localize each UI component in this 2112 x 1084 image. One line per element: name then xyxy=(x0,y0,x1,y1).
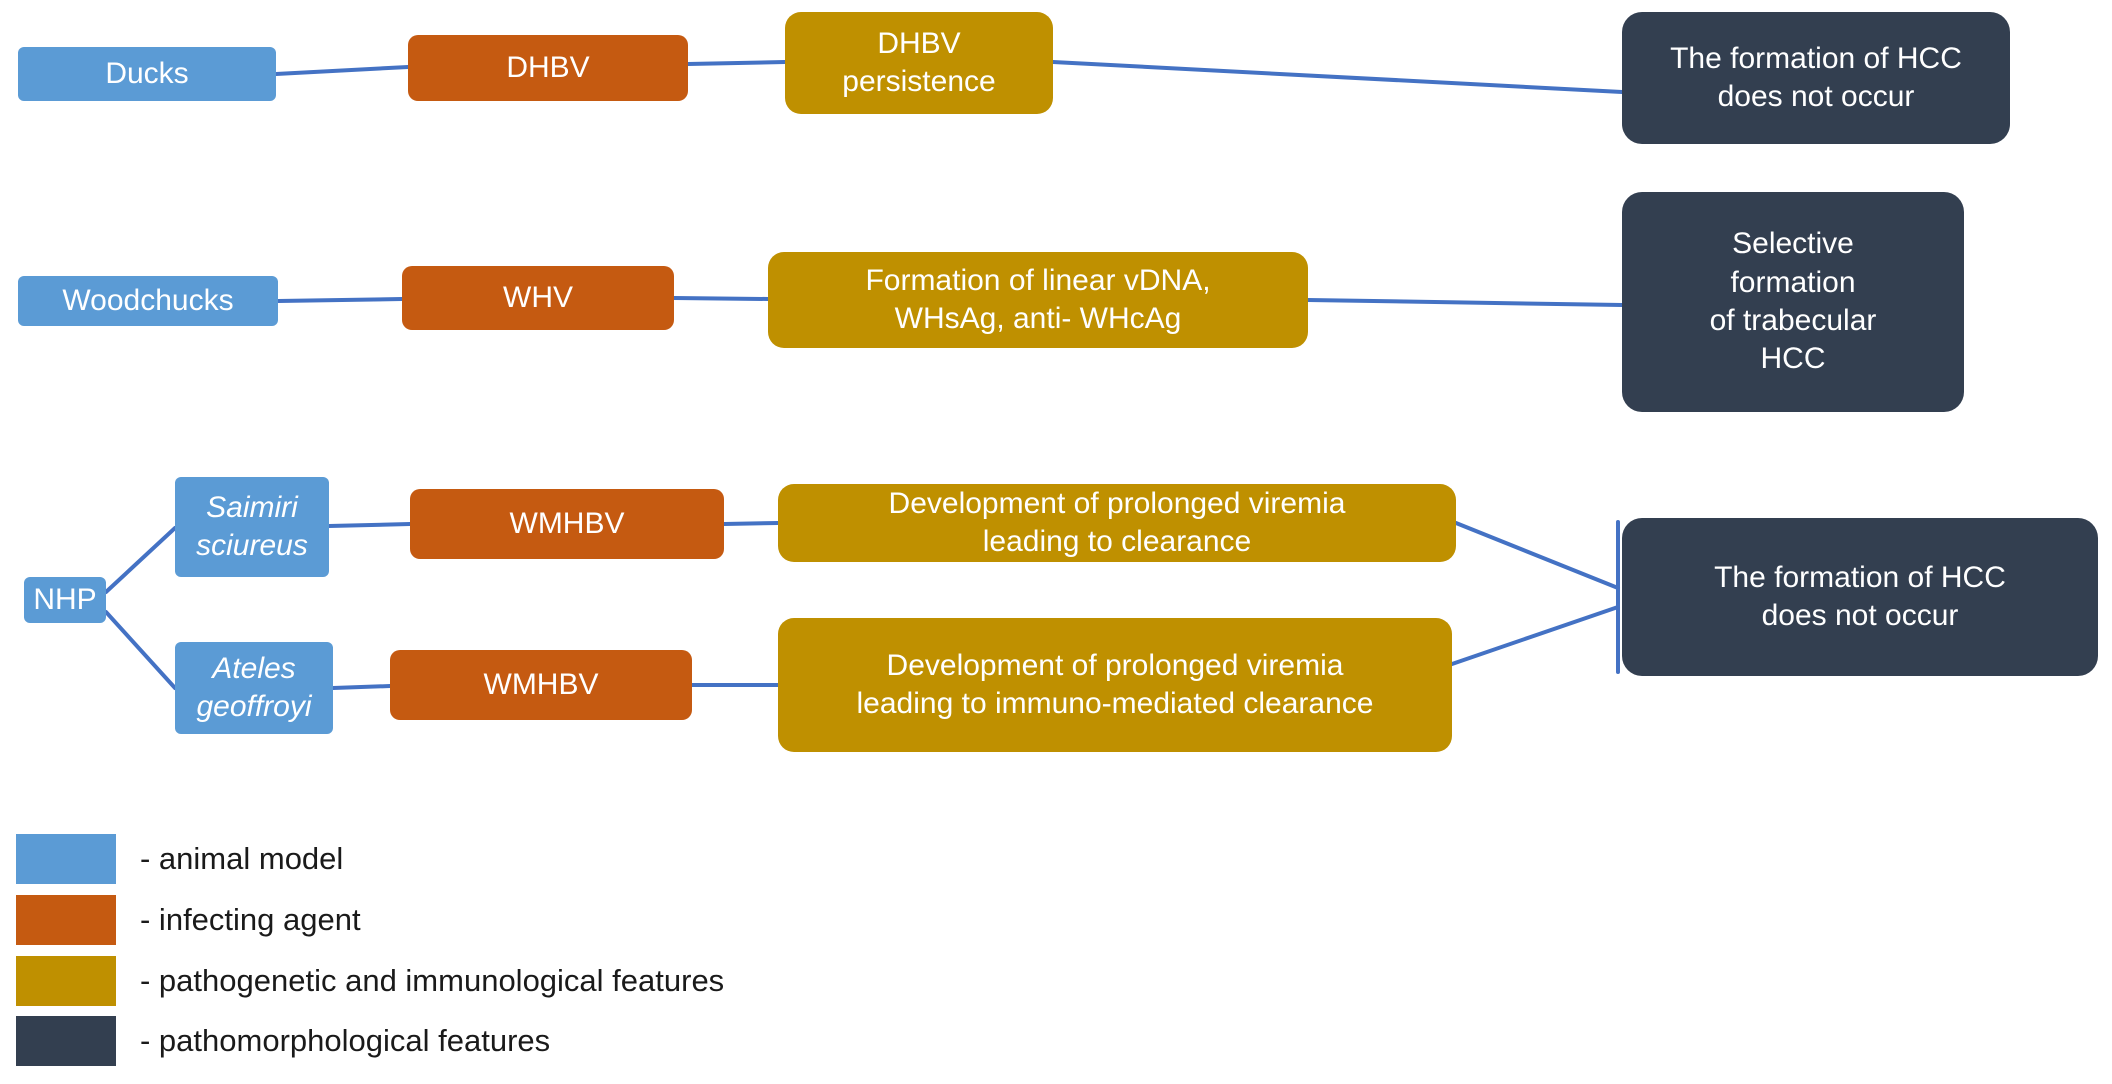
node-ateles-pathogenetic-features: Development of prolonged viremia leading… xyxy=(778,618,1452,752)
connector-branch1-model-agent xyxy=(327,522,412,528)
node-nhp-outcome: The formation of HCC does not occur xyxy=(1622,518,2098,676)
connector-branch1-features-outcome xyxy=(1454,521,1620,590)
legend-label-pathomorphological-features: - pathomorphological features xyxy=(140,1023,551,1058)
legend-label-animal-model: - animal model xyxy=(140,841,344,876)
legend-label-pathogenetic-features: - pathogenetic and immunological feature… xyxy=(140,963,725,998)
legend-swatch-pathomorphological-features xyxy=(16,1016,116,1066)
connector-ducks-features-outcome xyxy=(1051,60,1624,94)
node-ducks-outcome: The formation of HCC does not occur xyxy=(1622,12,2010,144)
legend-swatch-pathogenetic-features xyxy=(16,956,116,1006)
connector-woodchucks-agent-features xyxy=(672,296,770,301)
connector-ducks-agent-features xyxy=(686,60,787,66)
node-ducks-animal-model: Ducks xyxy=(18,47,276,101)
node-ducks-pathogenetic-features: DHBV persistence xyxy=(785,12,1053,114)
node-woodchucks-infecting-agent: WHV xyxy=(402,266,674,330)
legend-swatch-infecting-agent xyxy=(16,895,116,945)
node-saimiri-infecting-agent: WMHBV xyxy=(410,489,724,559)
node-nhp-animal-model: NHP xyxy=(24,577,106,623)
node-woodchucks-pathogenetic-features: Formation of linear vDNA, WHsAg, anti- W… xyxy=(768,252,1308,348)
legend-label-infecting-agent: - infecting agent xyxy=(140,902,361,937)
node-saimiri-sciureus-animal-model: Saimiri sciureus xyxy=(175,477,329,577)
connector-branch2-features-outcome xyxy=(1450,605,1620,666)
connector-branch2-model-agent xyxy=(331,684,392,690)
connector-woodchucks-features-outcome xyxy=(1306,298,1624,307)
node-woodchucks-animal-model: Woodchucks xyxy=(18,276,278,326)
legend-swatch-animal-model xyxy=(16,834,116,884)
connector-ducks-model-agent xyxy=(274,65,410,76)
node-ducks-infecting-agent: DHBV xyxy=(408,35,688,101)
connector-nhp-branch1 xyxy=(104,526,177,594)
connector-woodchucks-model-agent xyxy=(276,297,404,303)
connector-branch1-agent-features xyxy=(722,521,780,526)
node-woodchucks-outcome: Selective formation of trabecular HCC xyxy=(1622,192,1964,412)
node-ateles-infecting-agent: WMHBV xyxy=(390,650,692,720)
node-saimiri-pathogenetic-features: Development of prolonged viremia leading… xyxy=(778,484,1456,562)
node-ateles-geoffroyi-animal-model: Ateles geoffroyi xyxy=(175,642,333,734)
connector-nhp-branch2 xyxy=(104,610,177,690)
